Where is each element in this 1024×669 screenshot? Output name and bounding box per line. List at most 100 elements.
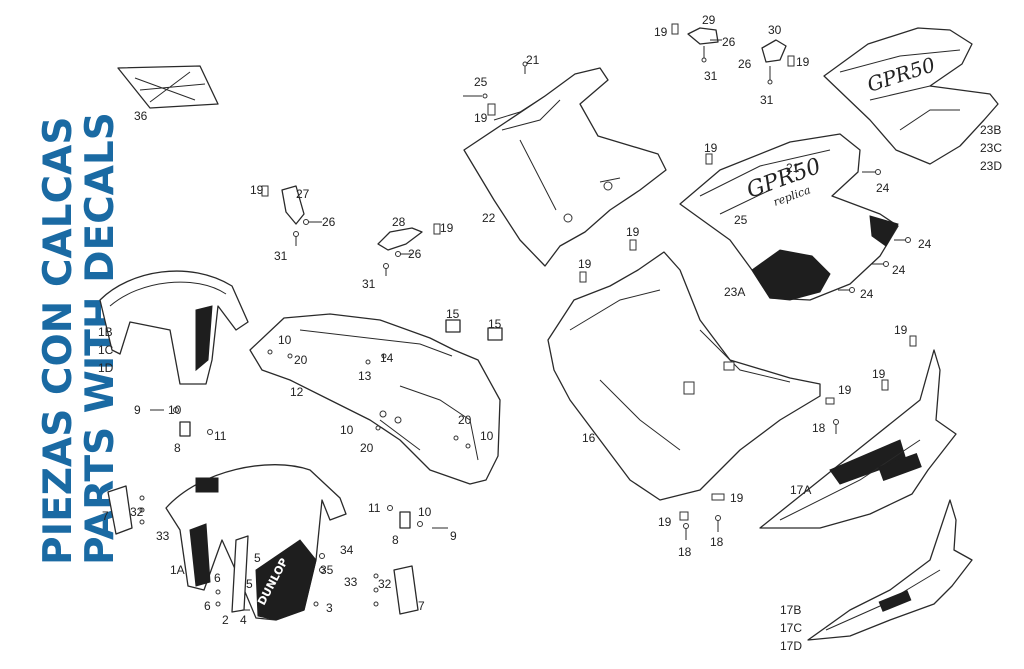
label-32b: 32 (378, 577, 392, 591)
label-1b: 1B (98, 325, 113, 339)
part-clip-15a (445, 319, 461, 333)
label-7a: 7 (102, 509, 109, 523)
label-15a: 15 (446, 307, 460, 321)
label-20a: 20 (294, 353, 308, 367)
label-31c: 31 (704, 69, 718, 83)
label-19f: 19 (704, 141, 718, 155)
label-10c: 10 (340, 423, 354, 437)
label-6b: 6 (204, 599, 211, 613)
label-18b: 18 (710, 535, 724, 549)
label-25a: 25 (474, 75, 488, 89)
label-25b: 25 (734, 213, 748, 227)
callout-labels: 1A 1B 1C 1D 2 3 4 5 5 6 6 7 7 8 8 9 9 10… (98, 13, 1002, 653)
part-clip-15b (487, 327, 503, 341)
label-10a: 10 (168, 403, 182, 417)
label-19h: 19 (578, 257, 592, 271)
label-8b: 8 (392, 533, 399, 547)
label-19m: 19 (658, 515, 672, 529)
label-11a: 11 (214, 429, 227, 443)
label-17c: 17C (780, 621, 802, 635)
label-10b: 10 (278, 333, 292, 347)
label-12: 12 (290, 385, 304, 399)
part-side-spoiler-17b (807, 499, 973, 641)
label-26d: 26 (738, 57, 752, 71)
label-4: 4 (240, 613, 247, 627)
label-13: 13 (358, 369, 372, 383)
label-35: 35 (320, 563, 334, 577)
label-14: 14 (380, 351, 394, 365)
label-19e: 19 (796, 55, 810, 69)
label-19b: 19 (440, 221, 454, 235)
label-23a: 23A (724, 285, 745, 299)
label-5a: 5 (254, 551, 261, 565)
label-24b: 24 (918, 237, 932, 251)
label-7b: 7 (418, 599, 425, 613)
label-33b: 33 (344, 575, 358, 589)
part-stay-7a (107, 485, 133, 535)
label-15b: 15 (488, 317, 502, 331)
label-10d: 10 (480, 429, 494, 443)
label-10e: 10 (418, 505, 432, 519)
label-33a: 33 (156, 529, 170, 543)
label-27: 27 (296, 187, 310, 201)
part-small-hardware (139, 153, 917, 611)
label-23c: 23C (980, 141, 1002, 155)
label-8a: 8 (174, 441, 181, 455)
label-19k: 19 (838, 383, 852, 397)
label-19i: 19 (894, 323, 908, 337)
label-28: 28 (392, 215, 406, 229)
label-19l: 19 (730, 491, 744, 505)
label-19d: 19 (654, 25, 668, 39)
label-20b: 20 (360, 441, 374, 455)
label-19a: 19 (250, 183, 264, 197)
part-brackets-29-30 (671, 23, 795, 85)
part-front-fender-1a: DUNLOP (165, 464, 347, 621)
label-31d: 31 (760, 93, 774, 107)
label-30: 30 (768, 23, 782, 37)
part-bracket-27 (261, 185, 322, 246)
label-19c: 19 (474, 111, 488, 125)
part-stay-7b (393, 565, 419, 615)
label-31a: 31 (274, 249, 288, 263)
label-5b: 5 (246, 577, 253, 591)
label-1d: 1D (98, 361, 114, 375)
part-decal-sheet (117, 65, 219, 109)
label-23d: 23D (980, 159, 1002, 173)
label-3: 3 (326, 601, 333, 615)
label-21b: 21 (786, 161, 800, 175)
label-9a: 9 (134, 403, 141, 417)
label-1c: 1C (98, 343, 114, 357)
label-26a: 26 (322, 215, 336, 229)
label-1a: 1A (170, 563, 185, 577)
label-26c: 26 (722, 35, 736, 49)
part-clip-8b (399, 511, 411, 529)
part-side-fairing-23a: GPR50 replica (679, 133, 911, 301)
part-side-fairing-23b: GPR50 (823, 27, 999, 165)
label-20c: 20 (458, 413, 472, 427)
label-24c: 24 (892, 263, 906, 277)
label-31b: 31 (362, 277, 376, 291)
label-24d: 24 (860, 287, 874, 301)
label-26b: 26 (408, 247, 422, 261)
label-36: 36 (134, 109, 148, 123)
label-18c: 18 (812, 421, 826, 435)
part-side-spoiler-17a (759, 349, 957, 529)
label-34: 34 (340, 543, 354, 557)
part-front-cowl (249, 313, 501, 485)
part-upper-fairing (463, 67, 667, 267)
label-23b: 23B (980, 123, 1001, 137)
label-21a: 21 (526, 53, 540, 67)
label-2: 2 (222, 613, 229, 627)
label-6a: 6 (214, 571, 221, 585)
label-17a: 17A (790, 483, 811, 497)
label-18a: 18 (678, 545, 692, 559)
label-32a: 32 (130, 505, 144, 519)
part-lower-fairing (547, 251, 821, 521)
label-29: 29 (702, 13, 716, 27)
label-17d: 17D (780, 639, 802, 653)
label-16: 16 (582, 431, 596, 445)
label-19j: 19 (872, 367, 886, 381)
label-19g: 19 (626, 225, 640, 239)
